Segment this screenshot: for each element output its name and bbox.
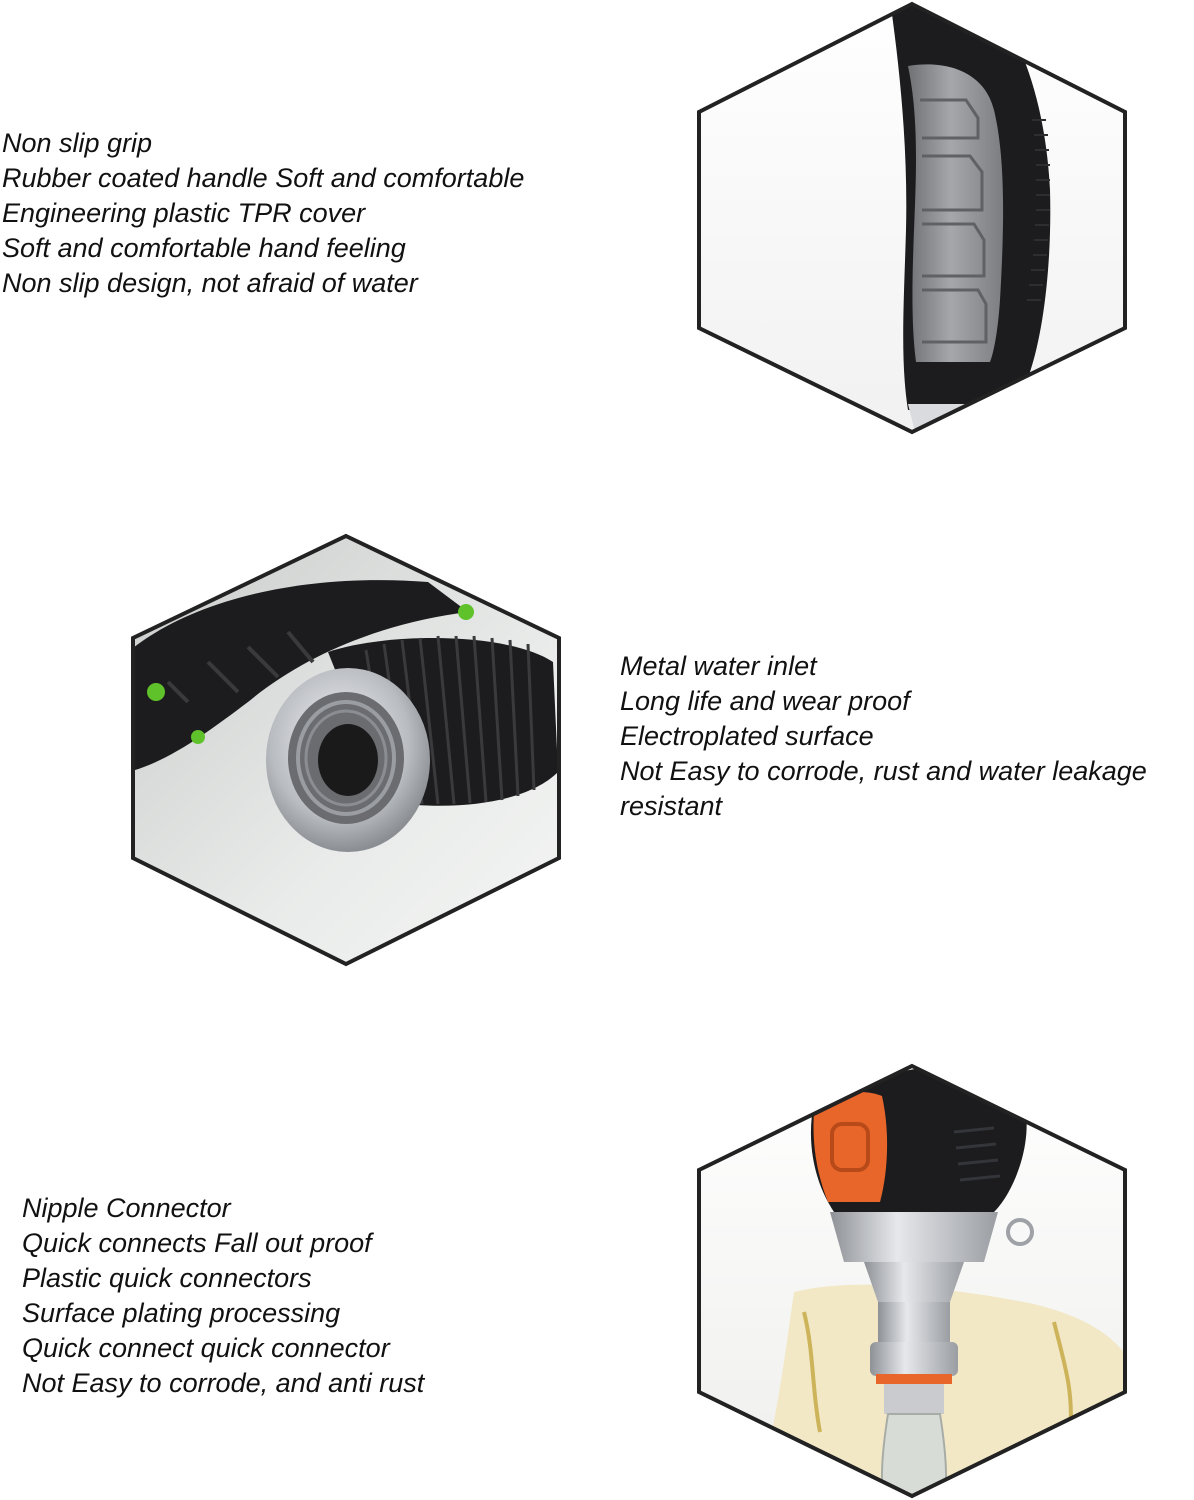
feature-line: Soft and comfortable hand feeling: [2, 233, 406, 263]
feature-text-inlet: Metal water inlet Long life and wear pro…: [620, 649, 1147, 824]
feature-line: Non slip design, not afraid of water: [2, 268, 418, 298]
handle-grip-photo: [697, 1, 1127, 435]
feature-text-connector: Nipple Connector Quick connects Fall out…: [22, 1191, 424, 1401]
feature-line: Plastic quick connectors: [22, 1263, 312, 1293]
feature-line: Quick connects Fall out proof: [22, 1228, 372, 1258]
feature-line: Metal water inlet: [620, 651, 817, 681]
feature-line: resistant: [620, 791, 723, 821]
feature-line: Quick connect quick connector: [22, 1333, 390, 1363]
feature-line: Non slip grip: [2, 128, 153, 158]
metal-water-inlet-photo: [131, 533, 561, 967]
feature-line: Surface plating processing: [22, 1298, 341, 1328]
feature-line: Long life and wear proof: [620, 686, 910, 716]
feature-line: Not Easy to corrode, and anti rust: [22, 1368, 425, 1398]
feature-text-grip: Non slip grip Rubber coated handle Soft …: [2, 126, 524, 301]
feature-line: Electroplated surface: [620, 721, 874, 751]
nipple-connector-photo: [697, 1063, 1127, 1499]
feature-line: Nipple Connector: [22, 1193, 231, 1223]
feature-line: Engineering plastic TPR cover: [2, 198, 366, 228]
feature-line: Not Easy to corrode, rust and water leak…: [620, 756, 1147, 786]
feature-line: Rubber coated handle Soft and comfortabl…: [2, 163, 525, 193]
